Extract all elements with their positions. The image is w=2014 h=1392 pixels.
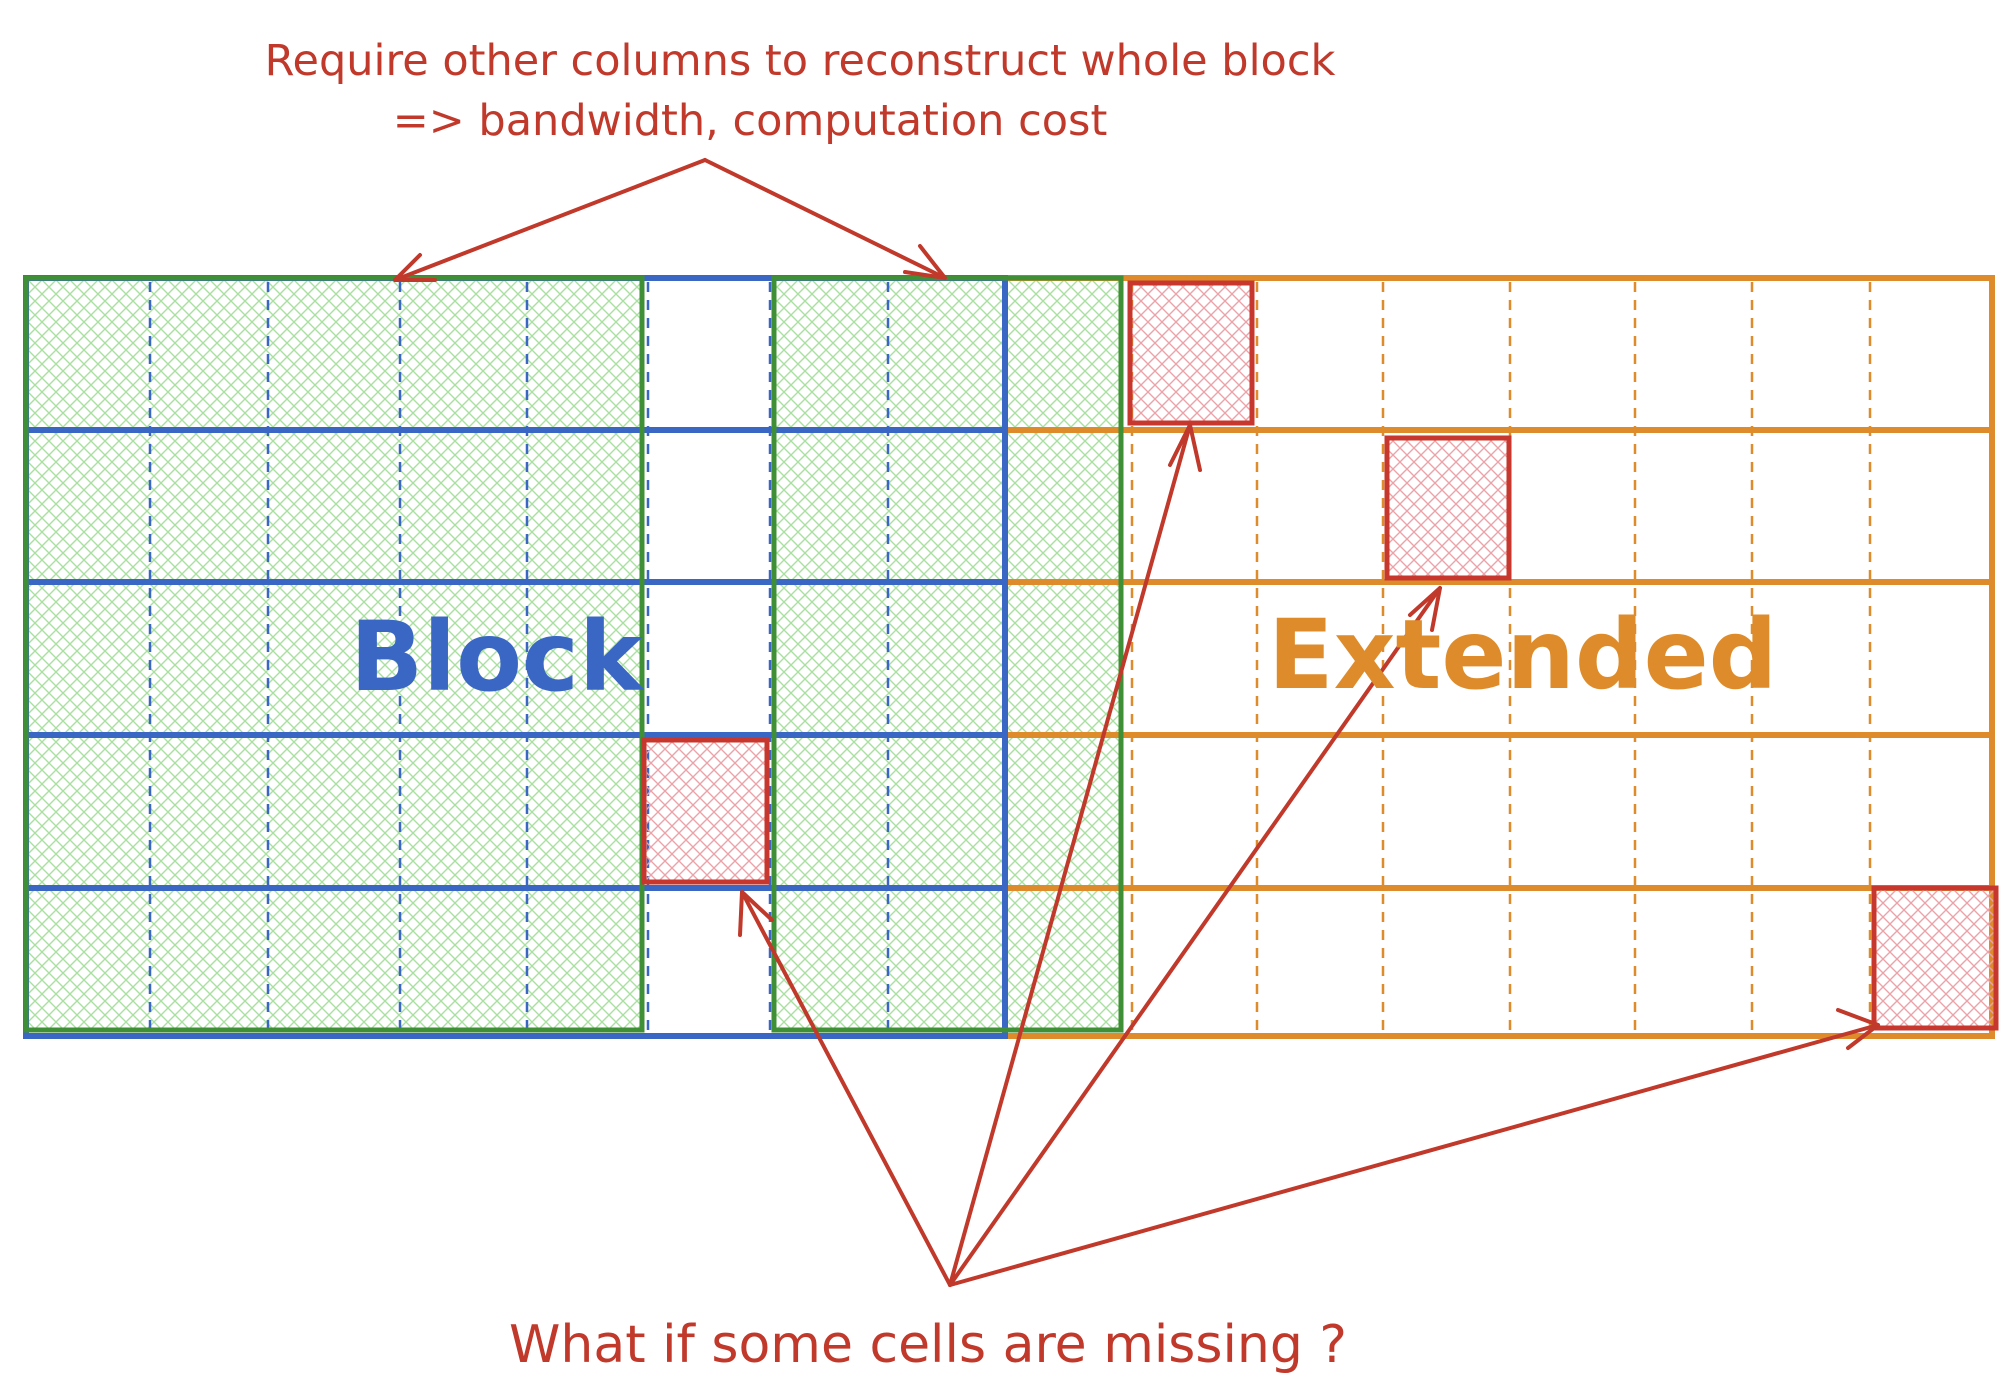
arrow-head [1836,1008,1880,1050]
block-grid [23,275,1008,1039]
arrow-head [1168,423,1202,472]
bottom-arrows [738,423,1880,1287]
top-annotation-line1: Require other columns to reconstruct who… [265,36,1336,86]
arrow-head [393,253,437,282]
extended-label: Extended [1268,599,1777,711]
arrow-head [903,244,947,280]
bottom-annotation: What if some cells are missing ? [509,1315,1347,1375]
top-arrows [393,158,947,282]
arrow-head [738,890,774,937]
missing-cell [641,737,770,885]
missing-cells [641,280,1999,1031]
arrow-head [1408,586,1442,632]
missing-cell [1871,885,1999,1031]
selected-columns-outline [23,275,1124,1033]
missing-cell [1384,435,1512,581]
block-label: Block [350,601,645,713]
top-annotation-line2: => bandwidth, computation cost [393,96,1108,146]
selected-columns-fill [26,278,1121,1030]
missing-cell [1127,280,1255,426]
